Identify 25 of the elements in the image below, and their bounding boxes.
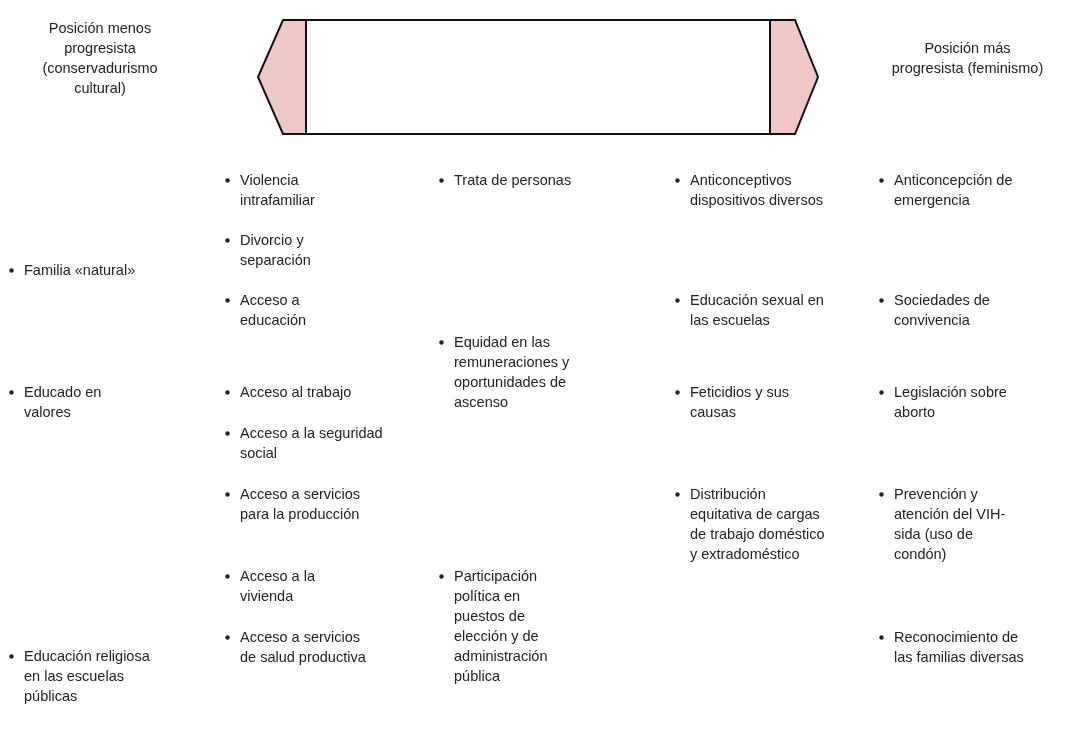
item-text: Acceso a la vivienda xyxy=(240,568,315,604)
item-text: Distribución equitativa de cargas de trabajo doméstico y extradoméstico xyxy=(690,486,825,562)
item-text: Reconocimiento de las familias diversas xyxy=(894,629,1024,665)
item-text: Anticoncepción de emergencia xyxy=(894,172,1013,208)
item-text: Educación sexual en las escuelas xyxy=(690,292,824,328)
item-text: Educación religiosa en las escuelas públicas xyxy=(24,648,150,704)
item-text: Acceso a la seguridad social xyxy=(240,425,383,461)
item-text: Violencia intrafamiliar xyxy=(240,172,315,208)
pole-text: Posición menos progresista (conservadurismo cultural) xyxy=(42,20,158,96)
item-text: Acceso a servicios de salud productiva xyxy=(240,629,366,665)
item-text: Participación política en puestos de elección y de administración pública xyxy=(454,568,548,684)
item-text: Sociedades de convivencia xyxy=(894,292,990,328)
item-text: Feticidios y sus causas xyxy=(690,384,790,420)
item-text: Educado en valores xyxy=(24,384,102,420)
item-text: Prevención y atención del VIH-sida (uso de condón) xyxy=(894,486,1006,562)
item-text: Anticonceptivos dispositivos diversos xyxy=(690,172,823,208)
item-text: Divorcio y separación xyxy=(240,232,311,268)
item-text: Equidad en las remuneraciones y oportunidades de ascenso xyxy=(454,334,570,410)
pole-text: Posición más progresista (feminismo) xyxy=(891,40,1044,76)
item-text: Legislación sobre aborto xyxy=(894,384,1007,420)
item-text: Trata de personas xyxy=(454,172,572,188)
item-text: Familia «natural» xyxy=(24,262,136,278)
item-text: Acceso a educación xyxy=(240,292,307,328)
item-text: Acceso al trabajo xyxy=(240,384,352,400)
item-text: Acceso a servicios para la producción xyxy=(240,486,361,522)
